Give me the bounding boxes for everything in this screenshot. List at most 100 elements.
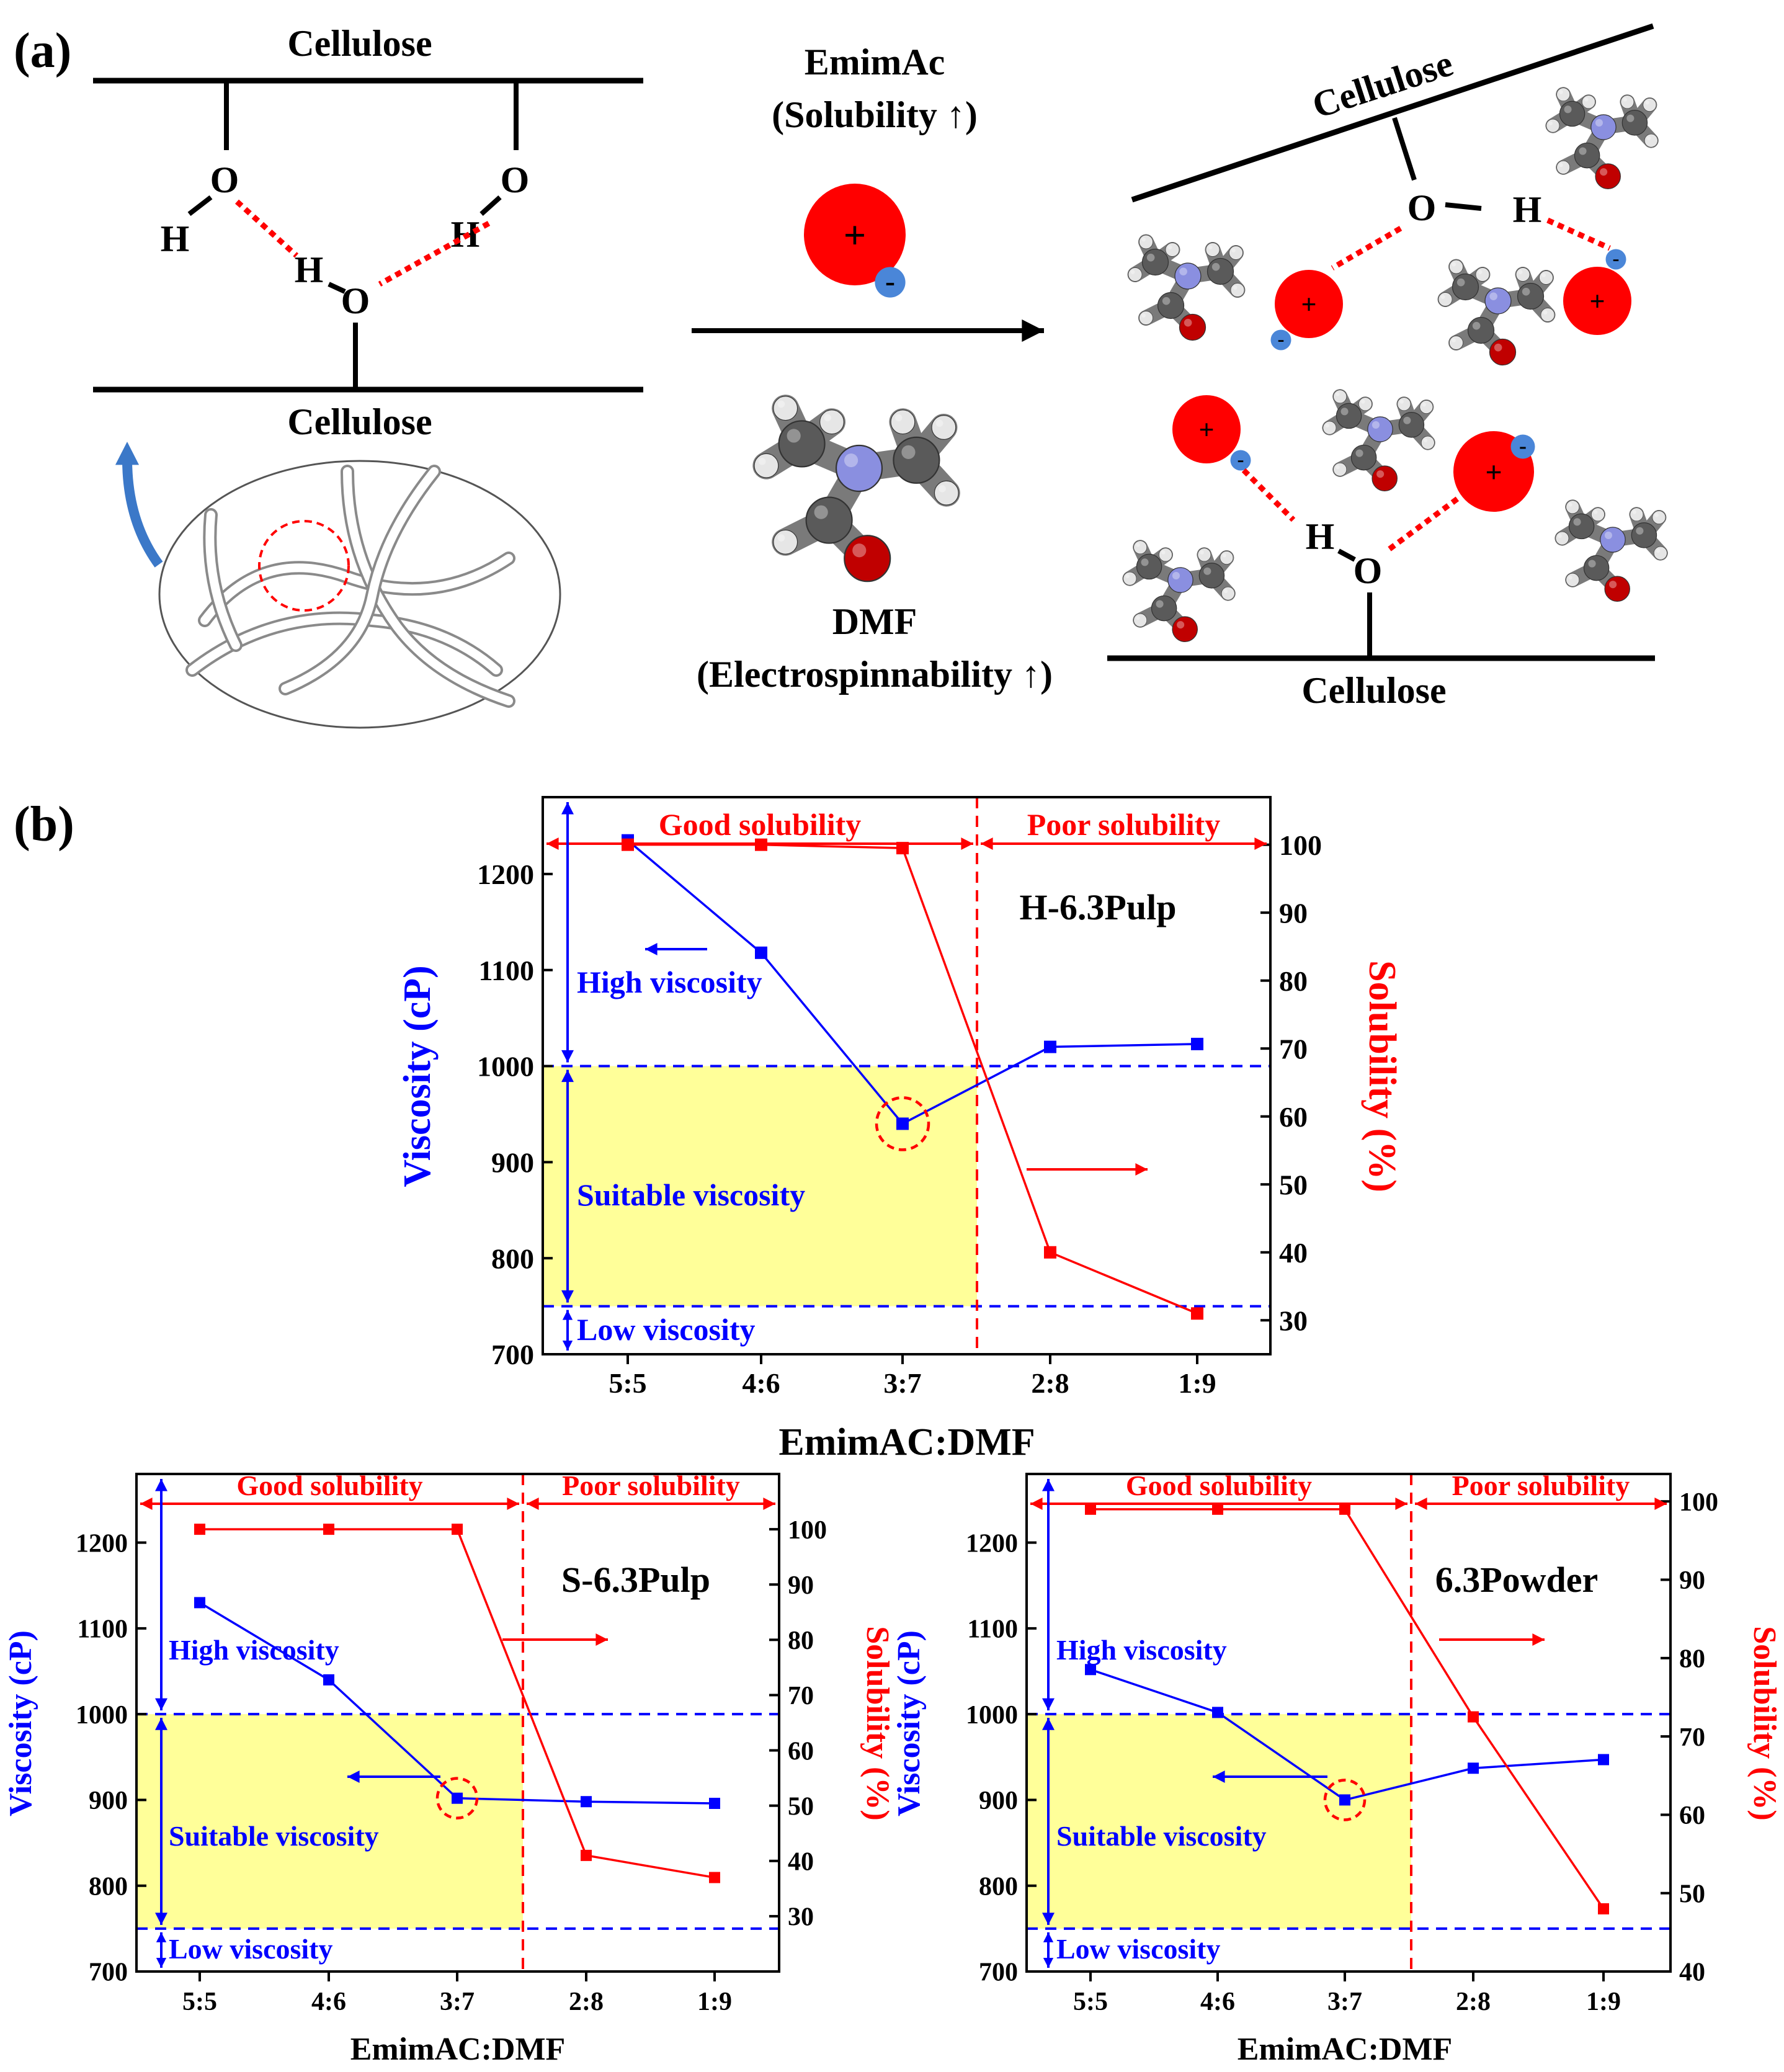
good-solubility-label: Good solubility [659,807,862,842]
curved-arrow-head [115,442,140,465]
chart-2: 700800900100011001200304050607080901005:… [3,1470,895,2067]
hydrogen-atom-shine [1646,136,1651,141]
suitable-viscosity-bracket-tail [155,1718,167,1730]
hydrogen-atom-shine [1656,548,1661,553]
hydrogen-atom-shine [1223,589,1228,594]
x-tick-label: 2:8 [569,1988,604,2016]
hydrogen-atom-shine [1632,510,1636,514]
hydrogen-atom-shine [1336,465,1340,470]
hydrogen-atom [1419,400,1434,414]
hydrogen-bond [1546,217,1611,251]
high-viscosity-bracket-tail [561,802,574,815]
dmf-molecule [1127,234,1246,341]
solubility-point [622,838,634,851]
y-tick-label: 1200 [477,859,534,890]
carbon-atom [1621,110,1648,136]
hydrogen-bond [1241,468,1296,522]
ion-pair: +- [1563,248,1631,335]
y2-tick-label: 80 [1279,965,1308,997]
carbon-atom-shine [1403,416,1411,424]
high-viscosity-bracket-head [155,1698,167,1711]
hydrogen-atom-shine [1336,392,1340,396]
nitrogen-atom-shine [844,453,859,468]
dmf-molecule [1322,389,1435,491]
chart-title: S-6.3Pulp [561,1560,710,1600]
hydrogen-bond [378,221,491,287]
y2-tick-label: 40 [1279,1237,1308,1269]
x-tick-label: 3:7 [440,1988,475,2016]
y-axis-title: Viscosity (cP) [396,965,439,1187]
hydrogen-atom-shine [1623,97,1627,102]
high-viscosity-label: High viscosity [169,1634,339,1666]
hydrogen-atom [1230,283,1245,297]
y-tick-label: 1200 [966,1529,1018,1558]
hydrogen-atom-shine [1233,285,1238,290]
highlight-circle [258,520,350,612]
carbon-atom-shine [1211,262,1220,271]
y2-tick-label: 40 [1679,1958,1705,1987]
high-viscosity-bracket-head [1042,1698,1055,1711]
dmf-molecule [1122,540,1236,642]
y2-tick-label: 60 [1679,1802,1705,1830]
fiber-core [200,554,513,625]
oxygen-label: O [341,280,370,321]
hydrogen-atom [1620,95,1635,109]
hydrogen-atom-shine [1136,543,1140,547]
hydrogen-atom-shine [1452,262,1456,267]
hydrogen-atom-shine [1200,550,1204,555]
carbon-atom-shine [787,429,801,443]
oxygen-label: O [501,159,530,200]
hydrogen-atom-shine [777,400,785,408]
viscosity-point [1085,1664,1096,1676]
hydrogen-atom-shine [1478,270,1483,274]
carbon-atom-shine [1588,560,1596,568]
suitable-viscosity-band [1027,1714,1411,1929]
anion-sign: - [885,265,895,298]
hydrogen-atom [1220,551,1234,565]
good-solubility-arrow-head [961,837,973,850]
oh-bond [187,195,213,217]
poor-solubility-label: Poor solubility [562,1470,740,1501]
anion [1230,450,1251,471]
hydrogen-atom-shine [1423,438,1428,443]
y2-tick-label: 70 [788,1682,814,1710]
left-axis-indicator-arrow-head [1213,1771,1225,1783]
good-solubility-label: Good solubility [1126,1470,1312,1501]
carbon-atom-shine [1203,567,1211,575]
y2-tick-label: 90 [788,1571,814,1600]
hydrogen-atom-shine [935,419,943,427]
carbon-atom [1157,292,1185,319]
hydrogen-atom [1139,311,1153,325]
oxygen-atom-shine [1184,318,1192,327]
oxygen-atom [1179,313,1206,341]
hydrogen-atom [1333,462,1347,476]
hydrogen-atom [1358,397,1372,411]
hydrogen-atom [1582,95,1595,109]
hydrogen-atom [1475,267,1490,282]
carbon-atom [1198,563,1225,589]
y2-tick-label: 60 [1279,1101,1308,1133]
solubility-point [1191,1307,1203,1320]
oxygen-atom [1595,163,1621,189]
hydrogen-atom [1556,87,1571,102]
hydrogen-atom [1397,397,1411,411]
high-viscosity-bracket-head [561,1050,574,1063]
curved-arrow [122,458,163,568]
fiber-core [205,511,240,650]
hydrogen-atom-shine [1543,310,1548,315]
reaction-arrow-head [1022,319,1044,342]
carbon-atom [1559,100,1586,127]
carbon-atom [1568,513,1595,540]
high-viscosity-label: High viscosity [1056,1634,1227,1666]
hydrogen-bond [1331,226,1403,270]
hydrogen-atom-shine [939,485,946,493]
nitrogen-atom [1174,262,1202,290]
y-tick-label: 1000 [477,1051,534,1083]
hydrogen-atom-shine [1452,338,1456,342]
hydrogen-atom [1123,571,1137,586]
y2-tick-label: 90 [1679,1566,1705,1595]
hydrogen-atom-shine [1125,574,1130,579]
oxygen-atom [1604,576,1630,602]
x-tick-label: 5:5 [1073,1988,1108,2016]
viscosity-point [194,1597,205,1609]
